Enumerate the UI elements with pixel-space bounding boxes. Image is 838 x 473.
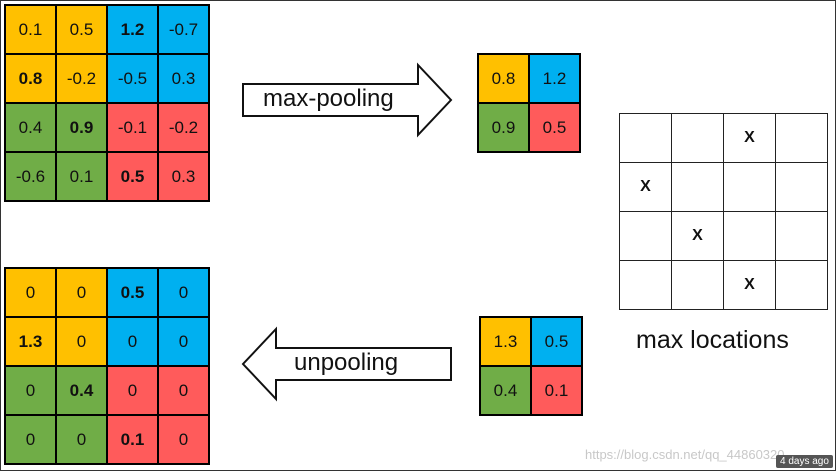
matrix-cell: 1.3 bbox=[481, 318, 532, 367]
matrix-cell: -0.5 bbox=[108, 55, 159, 104]
location-cell bbox=[776, 261, 828, 310]
location-cell bbox=[724, 212, 776, 261]
matrix-cell: 0 bbox=[159, 269, 210, 318]
matrix-cell: -0.6 bbox=[6, 153, 57, 202]
matrix-cell: 0.9 bbox=[479, 104, 530, 153]
matrix-cell: 0 bbox=[159, 416, 210, 465]
matrix-cell: 1.3 bbox=[6, 318, 57, 367]
max-locations-label: max locations bbox=[636, 326, 789, 354]
matrix-cell: -0.2 bbox=[57, 55, 108, 104]
matrix-cell: 1.2 bbox=[530, 55, 581, 104]
matrix-cell: 0.3 bbox=[159, 153, 210, 202]
location-cell: X bbox=[724, 114, 776, 163]
location-cell: X bbox=[620, 163, 672, 212]
matrix-cell: 0.4 bbox=[481, 367, 532, 416]
matrix-cell: 0.3 bbox=[159, 55, 210, 104]
matrix-cell: -0.7 bbox=[159, 6, 210, 55]
location-cell bbox=[776, 114, 828, 163]
location-cell bbox=[776, 163, 828, 212]
matrix-cell: 0.5 bbox=[57, 6, 108, 55]
location-cell bbox=[672, 163, 724, 212]
matrix-cell: 0.1 bbox=[6, 6, 57, 55]
matrix-cell: 0.5 bbox=[108, 153, 159, 202]
location-cell bbox=[724, 163, 776, 212]
matrix-cell: 0.1 bbox=[532, 367, 583, 416]
location-cell bbox=[620, 261, 672, 310]
location-cell bbox=[620, 114, 672, 163]
matrix-cell: 0 bbox=[57, 318, 108, 367]
matrix-cell: 0.9 bbox=[57, 104, 108, 153]
max-pooling-arrow bbox=[242, 62, 453, 138]
location-cell bbox=[672, 261, 724, 310]
location-cell: X bbox=[724, 261, 776, 310]
unpooling-arrow bbox=[241, 326, 452, 402]
location-cell bbox=[776, 212, 828, 261]
matrix-cell: 0 bbox=[159, 318, 210, 367]
watermark-url: https://blog.csdn.net/qq_44860320 bbox=[585, 447, 785, 462]
max-pooling-label: max-pooling bbox=[263, 85, 394, 112]
matrix-cell: 0.8 bbox=[6, 55, 57, 104]
location-cell: X bbox=[672, 212, 724, 261]
matrix-cell: 0.1 bbox=[57, 153, 108, 202]
matrix-cell: 0.4 bbox=[6, 104, 57, 153]
location-cell bbox=[620, 212, 672, 261]
matrix-cell: 0.5 bbox=[532, 318, 583, 367]
timestamp-badge: 4 days ago bbox=[776, 455, 833, 468]
matrix-cell: 0.5 bbox=[530, 104, 581, 153]
matrix-cell: 0.4 bbox=[57, 367, 108, 416]
matrix-cell: 0.1 bbox=[108, 416, 159, 465]
matrix-cell: 0 bbox=[159, 367, 210, 416]
matrix-cell: 0.5 bbox=[108, 269, 159, 318]
matrix-cell: 0 bbox=[6, 367, 57, 416]
matrix-cell: 0.8 bbox=[479, 55, 530, 104]
matrix-cell: 0 bbox=[6, 269, 57, 318]
matrix-cell: 0 bbox=[6, 416, 57, 465]
matrix-cell: 0 bbox=[108, 367, 159, 416]
matrix-cell: 0 bbox=[108, 318, 159, 367]
matrix-cell: 0 bbox=[57, 416, 108, 465]
matrix-cell: 1.2 bbox=[108, 6, 159, 55]
location-cell bbox=[672, 114, 724, 163]
matrix-cell: -0.1 bbox=[108, 104, 159, 153]
matrix-cell: 0 bbox=[57, 269, 108, 318]
matrix-cell: -0.2 bbox=[159, 104, 210, 153]
unpooling-label: unpooling bbox=[294, 349, 399, 376]
